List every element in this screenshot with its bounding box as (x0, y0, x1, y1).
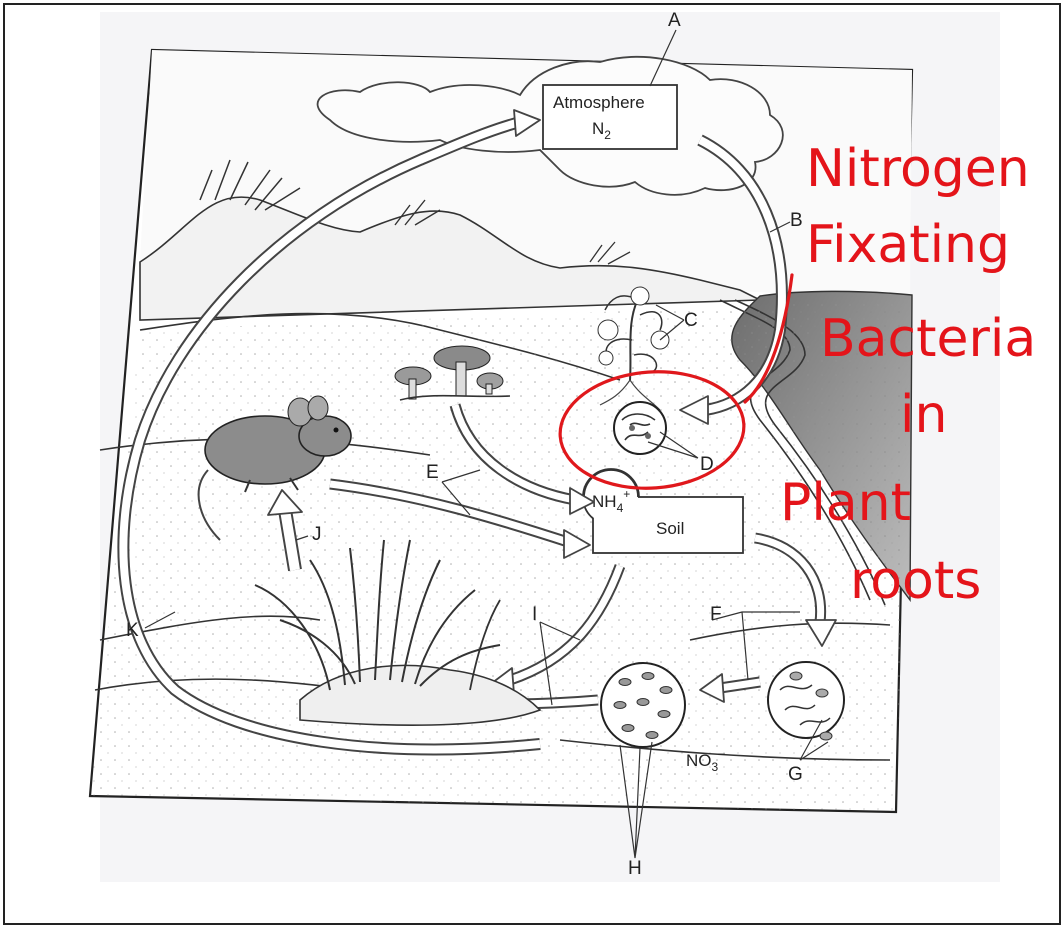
label-f: F (710, 604, 722, 625)
label-i: I (532, 604, 537, 625)
nitrifying-bacteria-inset (768, 662, 844, 740)
label-j: J (312, 524, 322, 545)
annotation-line-6: roots (850, 551, 981, 611)
annotation-line-3: Bacteria (820, 309, 1036, 369)
label-k: K (126, 620, 139, 641)
soil-label: Soil (656, 519, 684, 538)
label-c: C (684, 310, 698, 331)
annotation-line-1: Nitrogen (806, 139, 1030, 199)
annotation-line-2: Fixating (806, 215, 1010, 275)
label-h: H (628, 858, 642, 879)
atmosphere-label: Atmosphere (553, 93, 645, 112)
label-b: B (790, 210, 803, 231)
label-g: G (788, 764, 803, 785)
nitrate-bacteria-inset (601, 663, 685, 747)
annotation-line-4: in (900, 385, 947, 445)
root-nodule-inset (614, 402, 666, 454)
label-a: A (668, 10, 681, 31)
annotation-line-5: Plant (780, 473, 911, 533)
label-e: E (426, 462, 439, 483)
